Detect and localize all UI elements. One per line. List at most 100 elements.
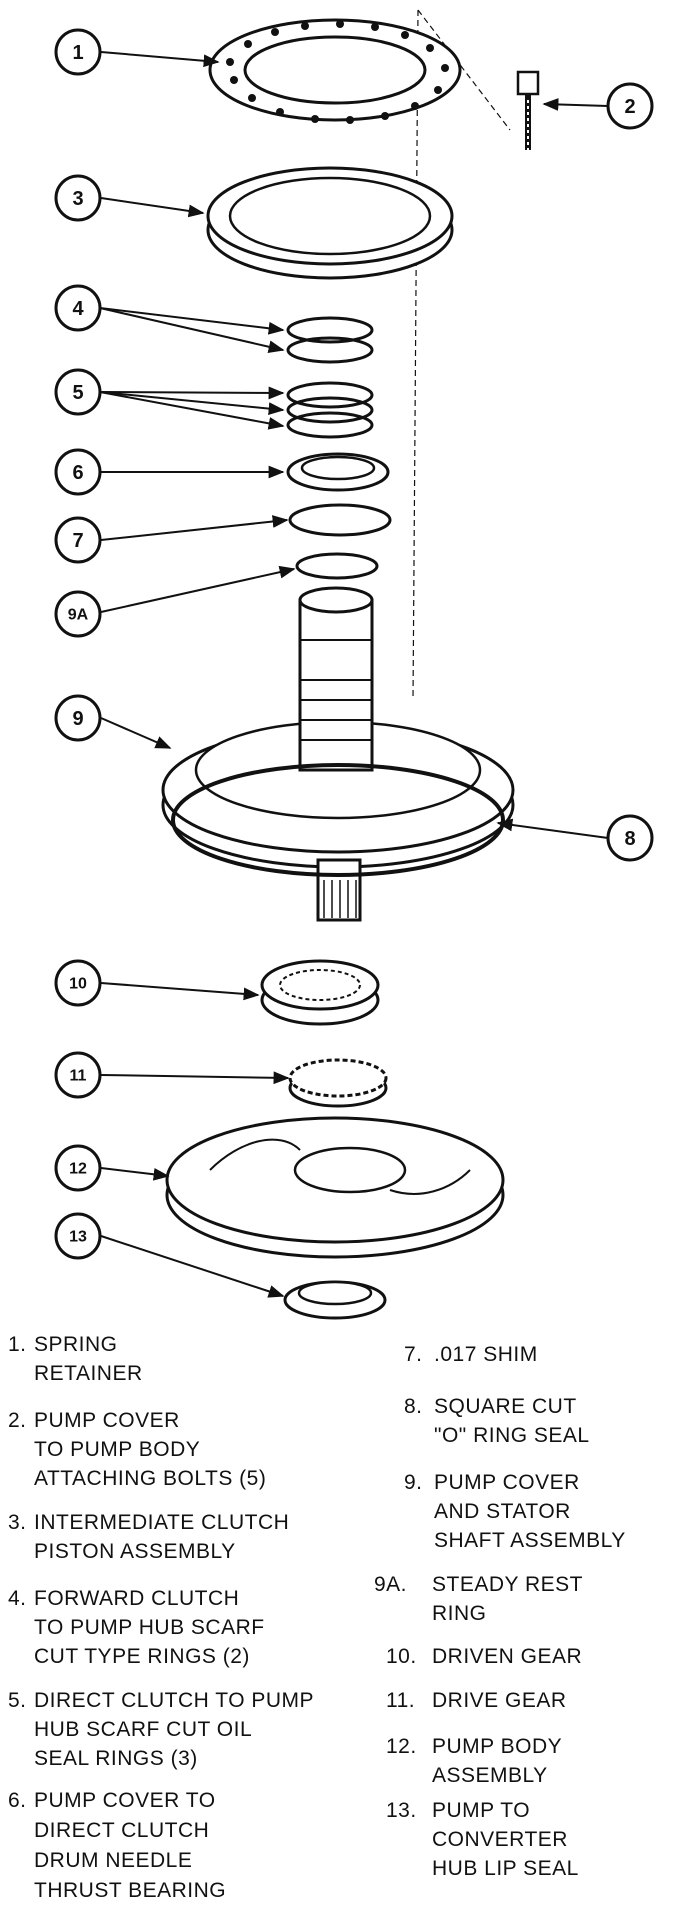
legend-text: PUMP COVER TO PUMP BODY ATTACHING BOLTS … bbox=[34, 1409, 267, 1490]
direct-clutch-seal-rings-part bbox=[286, 381, 374, 439]
leader-7 bbox=[100, 515, 289, 541]
legend-item-9a: 9A. STEADY REST RING bbox=[374, 1570, 583, 1628]
legend-number: 9. bbox=[404, 1471, 423, 1494]
forward-clutch-rings-part bbox=[286, 316, 374, 364]
leader-5a bbox=[99, 386, 285, 400]
legend-text: PUMP COVER TO DIRECT CLUTCH DRUM NEEDLE … bbox=[34, 1789, 227, 1902]
callout-label-13: 13 bbox=[69, 1229, 87, 1246]
legend-text: DRIVE GEAR bbox=[432, 1689, 567, 1712]
callout-circle-10 bbox=[54, 959, 102, 1007]
legend-text: INTERMEDIATE CLUTCH PISTON ASSEMBLY bbox=[34, 1511, 290, 1563]
callout-label-8: 8 bbox=[624, 828, 635, 850]
legend-number: 4. bbox=[8, 1587, 27, 1610]
legend-item-10: 10. DRIVEN GEAR bbox=[386, 1642, 582, 1671]
spring-retainer-part bbox=[208, 18, 462, 124]
callout-label-6: 6 bbox=[72, 462, 83, 484]
leader-3 bbox=[100, 197, 205, 218]
legend-text: PUMP BODY ASSEMBLY bbox=[432, 1735, 563, 1787]
callout-circle-11 bbox=[54, 1051, 102, 1099]
callout-circle-6 bbox=[54, 448, 102, 496]
legend-number: 9A. bbox=[374, 1573, 408, 1596]
thrust-bearing-part bbox=[286, 452, 390, 492]
leader-5b bbox=[99, 391, 285, 415]
callout-label-7: 7 bbox=[72, 530, 83, 552]
legend-text: SPRING RETAINER bbox=[34, 1333, 143, 1385]
callout-label-10: 10 bbox=[69, 976, 87, 993]
callout-label-9: 9 bbox=[72, 708, 83, 730]
callout-circle-5 bbox=[54, 368, 102, 416]
callout-circle-13 bbox=[54, 1212, 102, 1260]
legend-number: 12. bbox=[386, 1735, 417, 1758]
legend-number: 6. bbox=[8, 1789, 27, 1812]
legend-item-4: 4. FORWARD CLUTCH TO PUMP HUB SCARF CUT … bbox=[8, 1584, 265, 1671]
legend-number: 13. bbox=[386, 1799, 417, 1822]
leader-4a bbox=[99, 307, 285, 335]
legend-number: 1. bbox=[8, 1333, 27, 1356]
legend-text: PUMP TO CONVERTER HUB LIP SEAL bbox=[432, 1799, 579, 1880]
legend-item-7: 7. .017 SHIM bbox=[404, 1340, 538, 1369]
legend-item-12: 12. PUMP BODY ASSEMBLY bbox=[386, 1732, 562, 1790]
bolt-alignment-line bbox=[417, 9, 511, 131]
legend-text: STEADY REST RING bbox=[432, 1573, 583, 1625]
legend-item-3: 3. INTERMEDIATE CLUTCH PISTON ASSEMBLY bbox=[8, 1508, 289, 1566]
callout-label-2: 2 bbox=[624, 96, 635, 118]
pump-body-part bbox=[165, 1116, 505, 1259]
pump-cover-stator-shaft-part bbox=[161, 586, 515, 922]
legend-item-8: 8. SQUARE CUT "O" RING SEAL bbox=[404, 1392, 590, 1450]
callout-label-9a: 9A bbox=[68, 607, 89, 624]
legend-item-5: 5. DIRECT CLUTCH TO PUMP HUB SCARF CUT O… bbox=[8, 1686, 314, 1773]
pump-exploded-diagram: 1 2 3 4 5 6 7 9A 9 8 10 11 12 13 bbox=[54, 9, 654, 1320]
leader-9a bbox=[100, 565, 296, 613]
leader-13 bbox=[100, 1235, 285, 1298]
leader-10 bbox=[100, 982, 260, 1001]
callout-label-11: 11 bbox=[70, 1068, 87, 1085]
callout-label-4: 4 bbox=[72, 298, 84, 320]
callout-circle-2 bbox=[606, 82, 654, 130]
callout-label-5: 5 bbox=[72, 382, 83, 404]
callout-circle-4 bbox=[54, 284, 102, 332]
legend-text: FORWARD CLUTCH TO PUMP HUB SCARF CUT TYP… bbox=[34, 1587, 265, 1668]
legend-number: 2. bbox=[8, 1409, 27, 1432]
legend-text: SQUARE CUT "O" RING SEAL bbox=[434, 1395, 590, 1447]
callout-label-3: 3 bbox=[72, 188, 83, 210]
legend-text: PUMP COVER AND STATOR SHAFT ASSEMBLY bbox=[434, 1471, 626, 1552]
intermediate-clutch-piston-part bbox=[206, 166, 454, 280]
legend-number: 8. bbox=[404, 1395, 423, 1418]
driven-gear-part bbox=[260, 959, 380, 1026]
leader-2 bbox=[542, 98, 609, 111]
callout-circle-3 bbox=[54, 174, 102, 222]
legend-number: 10. bbox=[386, 1645, 417, 1668]
legend-item-13: 13. PUMP TO CONVERTER HUB LIP SEAL bbox=[386, 1796, 579, 1883]
drive-gear-part bbox=[288, 1058, 388, 1108]
legend-text: DRIVEN GEAR bbox=[432, 1645, 583, 1668]
callout-label-1: 1 bbox=[72, 42, 83, 64]
lip-seal-part bbox=[283, 1280, 387, 1320]
leader-5c bbox=[99, 391, 285, 430]
legend-item-9: 9. PUMP COVER AND STATOR SHAFT ASSEMBLY bbox=[404, 1468, 626, 1555]
alignment-line bbox=[412, 9, 419, 701]
leader-9 bbox=[100, 717, 172, 749]
leader-8 bbox=[496, 818, 609, 839]
leader-4b bbox=[99, 307, 285, 354]
callout-circle-8 bbox=[606, 814, 654, 862]
legend-item-2: 2. PUMP COVER TO PUMP BODY ATTACHING BOL… bbox=[8, 1406, 266, 1493]
callout-label-12: 12 bbox=[69, 1161, 87, 1178]
legend-number: 5. bbox=[8, 1689, 27, 1712]
leader-12 bbox=[100, 1167, 170, 1181]
shim-part bbox=[288, 503, 392, 537]
legend-item-11: 11. DRIVE GEAR bbox=[386, 1686, 567, 1715]
legend-item-6: 6. PUMP COVER TO DIRECT CLUTCH DRUM NEED… bbox=[8, 1786, 226, 1906]
legend-number: 11. bbox=[386, 1689, 416, 1712]
callout-circle-7 bbox=[54, 516, 102, 564]
leader-1 bbox=[100, 51, 220, 68]
callout-circle-9a bbox=[54, 590, 102, 638]
legend-text: .017 SHIM bbox=[434, 1343, 538, 1366]
steady-rest-ring-part bbox=[295, 552, 379, 580]
attaching-bolt-part bbox=[516, 70, 540, 150]
callout-circle-12 bbox=[54, 1144, 102, 1192]
callout-circle-9 bbox=[54, 694, 102, 742]
legend-text: DIRECT CLUTCH TO PUMP HUB SCARF CUT OIL … bbox=[34, 1689, 315, 1770]
callout-circle-1 bbox=[54, 28, 102, 76]
legend-number: 3. bbox=[8, 1511, 27, 1534]
